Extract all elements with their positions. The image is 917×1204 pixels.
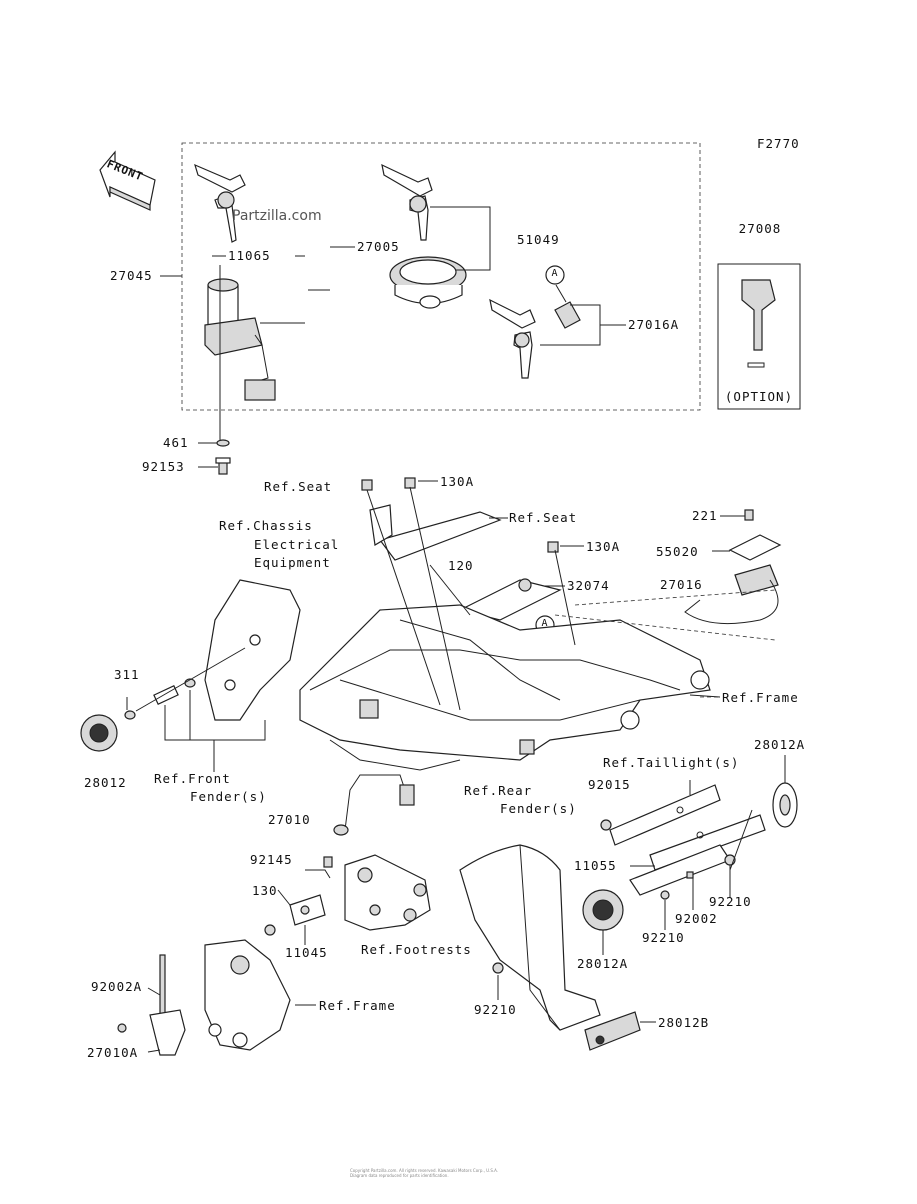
label-27010a: 27010A: [87, 1045, 139, 1060]
seat-lock-key-icon: [489, 298, 581, 379]
ref-frame-1: Ref.Frame: [722, 690, 799, 705]
side-reflector-icon: [582, 889, 624, 931]
rear-side-reflector-icon: [772, 782, 798, 828]
footrest-bracket-icon: [344, 854, 431, 931]
watermark: Partzilla.com: [232, 208, 322, 224]
ignition-key-icon: [194, 163, 246, 243]
washer-icon: [216, 439, 230, 447]
label-92153: 92153: [142, 459, 185, 474]
label-27016: 27016: [660, 577, 703, 592]
ref-seat-1: Ref.Seat: [264, 479, 333, 494]
ref-rear-fender-line2: Fender(s): [500, 801, 577, 816]
label-92210-1: 92210: [709, 894, 752, 909]
seat-bracket-icon: [361, 477, 559, 561]
ignition-switch-icon: [204, 278, 276, 401]
label-27016a: 27016A: [628, 317, 680, 332]
spring-icon: [323, 856, 333, 868]
label-221: 221: [692, 508, 718, 523]
diagram-code: F2770: [757, 136, 800, 151]
front-fender-icon: [204, 579, 301, 721]
label-28012b: 28012B: [658, 1015, 710, 1030]
label-120: 120: [448, 558, 474, 573]
label-130a-1: 130A: [440, 474, 475, 489]
label-11055: 11055: [574, 858, 617, 873]
ref-front-fender-line2: Fender(s): [190, 789, 267, 804]
nut-icon-mid: [660, 890, 670, 900]
license-bracket-icon: [609, 784, 766, 896]
label-27045: 27045: [110, 268, 153, 283]
label-28012: 28012: [84, 775, 127, 790]
callout-a-circle-top: [545, 265, 565, 285]
screw-icon: [686, 871, 694, 879]
label-51049: 51049: [517, 232, 560, 247]
ref-rear-fender-line1: Ref.Rear: [464, 783, 533, 798]
label-28012a-1: 28012A: [754, 737, 806, 752]
label-28012a-2: 28012A: [577, 956, 629, 971]
front-reflector-icon: [80, 714, 118, 752]
rear-reflector-icon: [584, 1011, 641, 1051]
ref-taillight: Ref.Taillight(s): [603, 755, 740, 770]
ref-footrests: Ref.Footrests: [361, 942, 472, 957]
ref-front-fender-line1: Ref.Front: [154, 771, 231, 786]
key-icon: [381, 163, 433, 241]
leader-lines: [160, 206, 626, 468]
nut-icon-92210-low: [492, 962, 504, 974]
label-92002a: 92002A: [91, 979, 143, 994]
sensor-cable-icon: [333, 774, 415, 836]
side-stand-switch-icon: [117, 954, 186, 1056]
ref-seat-2: Ref.Seat: [509, 510, 578, 525]
bolt-icon-130: [264, 924, 276, 936]
label-55020: 55020: [656, 544, 699, 559]
label-92145: 92145: [250, 852, 293, 867]
label-27010: 27010: [268, 812, 311, 827]
ref-frame-2: Ref.Frame: [319, 998, 396, 1013]
label-27005: 27005: [357, 239, 400, 254]
frame-leader-lines: [366, 480, 776, 711]
label-130a-2: 130A: [586, 539, 621, 554]
label-130: 130: [252, 883, 278, 898]
sensor-bracket-icon: [289, 894, 326, 926]
label-11045: 11045: [285, 945, 328, 960]
nut-icon-left: [600, 819, 612, 831]
label-92210-3: 92210: [474, 1002, 517, 1017]
ref-chassis-line1: Ref.Chassis: [219, 518, 313, 533]
callout-a-frame: A: [541, 618, 549, 629]
option-box: [717, 263, 801, 410]
front-arrow-icon: [99, 150, 156, 211]
nut-icon-311: [124, 710, 136, 720]
ref-chassis-line3: Equipment: [254, 555, 331, 570]
callout-a-top: A: [551, 268, 559, 279]
label-92210-2: 92210: [642, 930, 685, 945]
footer-line-1: Copyright Partzilla.com. All rights rese…: [350, 1168, 499, 1173]
copyright-footer: Copyright Partzilla.com. All rights rese…: [350, 1168, 570, 1178]
label-461: 461: [163, 435, 189, 450]
label-311: 311: [114, 667, 140, 682]
fuel-cap-icon: [389, 256, 467, 309]
option-caption: (OPTION): [724, 389, 794, 404]
ref-chassis-line2: Electrical: [254, 537, 340, 552]
frame-icon: [299, 604, 711, 771]
label-92002: 92002: [675, 911, 718, 926]
bolt-icon: [215, 457, 231, 475]
label-32074: 32074: [567, 578, 610, 593]
option-part-number: 27008: [738, 221, 782, 236]
rear-fender-icon: [459, 844, 601, 1031]
rear-frame-bracket-icon: [204, 939, 291, 1051]
label-92015: 92015: [588, 777, 631, 792]
label-11065: 11065: [228, 248, 271, 263]
footer-line-2: Diagram data reproduced for parts identi…: [350, 1173, 449, 1178]
lock-cable-icon: [684, 509, 782, 625]
option-key-icon: [741, 279, 776, 368]
